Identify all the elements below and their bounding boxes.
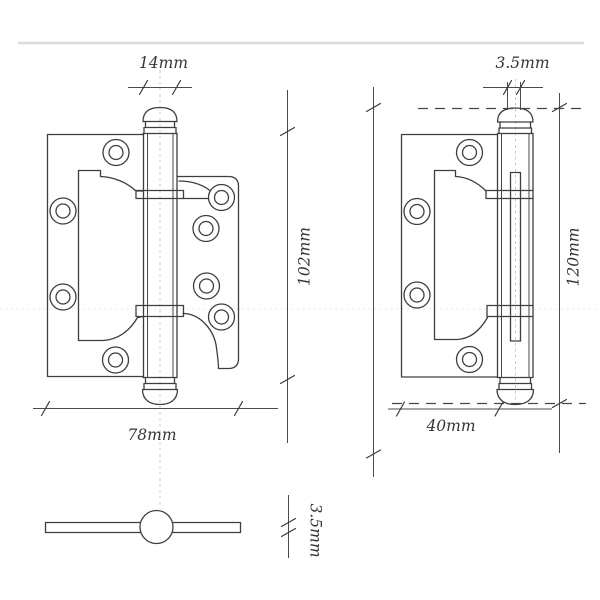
side-hinge-pin <box>509 171 522 342</box>
side-view <box>400 79 535 406</box>
dimension-leaf-height: 102mm <box>279 90 314 443</box>
front-barrel <box>142 132 178 379</box>
screw-hole <box>207 303 236 331</box>
dimension-leaf-width: 40mm <box>388 401 552 435</box>
side-bottom-finial <box>496 376 535 406</box>
dimension-label: 14mm <box>139 54 188 72</box>
side-top-finial <box>496 107 534 135</box>
dimension-overall-width: 78mm <box>33 400 278 444</box>
dimension-label: 102mm <box>296 227 314 286</box>
dimension-label: 78mm <box>127 426 176 444</box>
side-leaf-outline <box>400 133 498 378</box>
side-barrel-inner-wall <box>501 133 530 378</box>
front-right-leaf-outline <box>176 175 240 370</box>
side-view-extension-line <box>365 87 382 477</box>
front-view <box>46 70 240 509</box>
screw-hole <box>455 345 484 374</box>
front-bottom-finial <box>141 376 179 406</box>
screw-hole <box>49 283 77 311</box>
side-knuckle-joints <box>485 189 534 318</box>
screw-hole <box>192 272 221 300</box>
dimension-pin-diameter: 3.5mm <box>483 54 550 110</box>
screw-hole <box>403 281 431 309</box>
dimension-overall-height: 120mm <box>551 93 583 453</box>
screw-hole <box>403 197 431 226</box>
screw-hole <box>192 214 220 243</box>
dimension-leaf-thickness: 3.5mm <box>280 495 325 558</box>
side-barrel <box>496 132 534 379</box>
top-view-barrel-circle <box>139 509 174 545</box>
screw-hole <box>49 197 77 225</box>
side-leaf-cutout <box>433 169 489 341</box>
dimension-label: 40mm <box>425 417 475 435</box>
dimension-label: 3.5mm <box>495 54 549 72</box>
dimension-knuckle-width: 14mm <box>128 54 192 96</box>
screw-hole <box>207 183 236 212</box>
front-barrel-inner-wall <box>147 133 174 378</box>
front-left-leaf-outline <box>46 133 144 378</box>
front-left-leaf-cutout <box>77 169 145 342</box>
front-top-finial <box>142 106 178 135</box>
top-view <box>44 509 242 545</box>
dimension-label: 3.5mm <box>307 503 325 557</box>
front-knuckle-joints <box>135 189 185 318</box>
screw-hole <box>102 138 130 167</box>
screw-hole <box>455 138 484 167</box>
dimension-label: 120mm <box>565 228 583 287</box>
screw-hole <box>101 346 130 374</box>
dimensions: 14mm 3.5mm 102mm 120mm <box>33 54 588 558</box>
